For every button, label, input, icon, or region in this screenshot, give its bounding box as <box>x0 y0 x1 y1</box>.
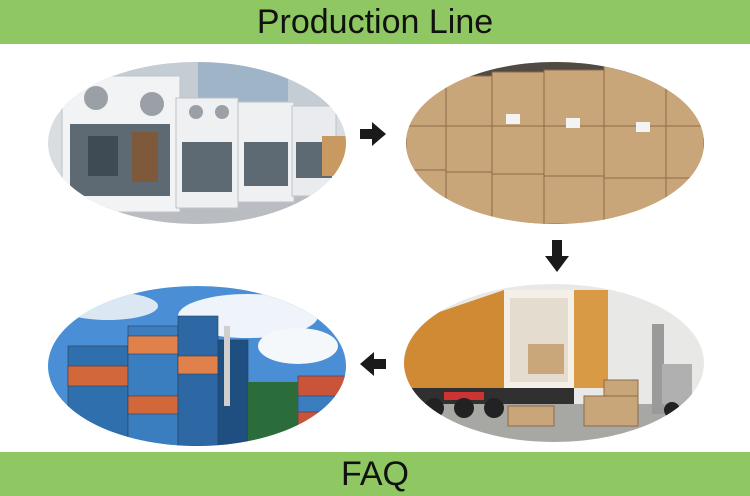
page-title: Production Line <box>256 2 494 41</box>
arrow-right-icon <box>360 122 386 151</box>
header-banner: Production Line <box>0 0 750 44</box>
arrow-left-icon <box>360 352 386 381</box>
warehouse-cartons-photo <box>406 62 704 224</box>
container-stack-icon <box>48 286 346 446</box>
container-truck-icon <box>404 284 704 442</box>
stacked-boxes-icon <box>406 62 704 224</box>
faq-title: FAQ <box>340 454 410 493</box>
arrow-down-icon <box>545 240 569 277</box>
footer-banner: FAQ <box>0 452 750 496</box>
truck-loading-photo <box>404 284 704 442</box>
factory-assembly-photo <box>48 62 346 224</box>
machine-units-icon <box>48 62 346 224</box>
shipping-port-photo <box>48 286 346 446</box>
